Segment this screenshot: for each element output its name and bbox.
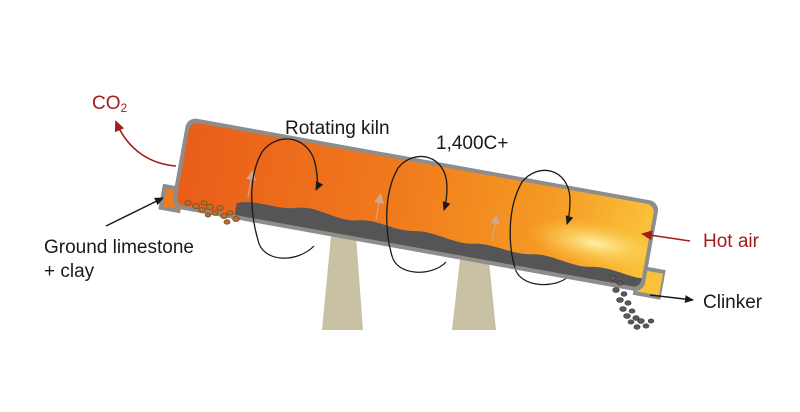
rotation-arrow-icon	[251, 138, 574, 269]
rotating-kiln	[158, 118, 666, 300]
input-label-line1: Ground limestone	[44, 237, 194, 258]
flame-glow	[526, 218, 655, 269]
rotation-loops-back	[257, 239, 570, 286]
input-label-line2: + clay	[44, 261, 95, 282]
rotating-kiln-label: Rotating kiln	[285, 118, 390, 139]
co2-label-subscript: 2	[120, 101, 128, 115]
clinker-arrow	[649, 294, 694, 304]
hot-air-label: Hot air	[703, 231, 759, 252]
flow-arrow-icon	[105, 120, 694, 304]
clinker-particles	[609, 275, 655, 330]
clinker-label: Clinker	[703, 292, 763, 313]
right-support	[452, 251, 496, 330]
input-arrow	[105, 197, 164, 227]
co2-arrow	[114, 120, 177, 167]
co2-label: CO2	[92, 92, 127, 120]
co2-label-main: CO	[92, 93, 121, 114]
hot-air-arrow	[641, 230, 691, 242]
temperature-label: 1,400C+	[436, 133, 509, 154]
material-bed	[234, 202, 642, 288]
kiln-interior	[176, 122, 654, 287]
left-support	[322, 236, 363, 330]
rock-particles-icon	[184, 200, 240, 225]
